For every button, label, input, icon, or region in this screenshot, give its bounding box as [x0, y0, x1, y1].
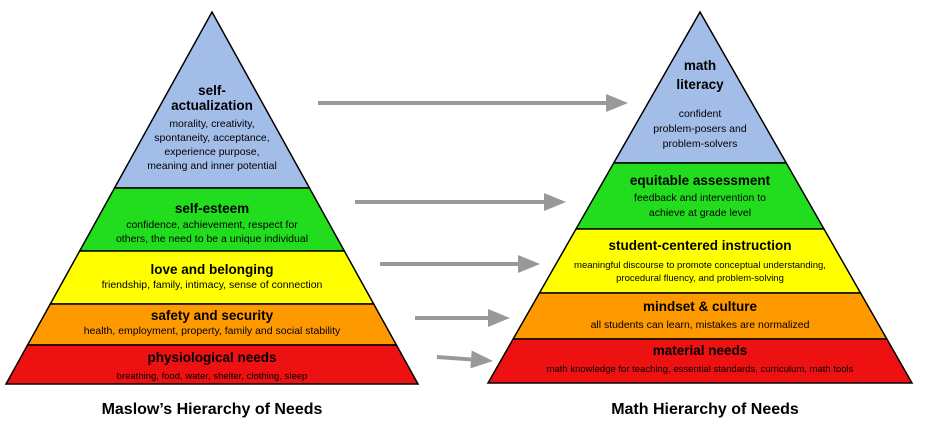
math-level-description: procedural fluency, and problem-solving — [616, 273, 784, 284]
math-level-description: meaningful discourse to promote conceptu… — [574, 260, 826, 271]
math-pyramid: math literacy confident problem-posers and p… — [486, 10, 914, 384]
arrow-1 — [318, 94, 628, 112]
maslow-level-description: spontaneity, acceptance, — [154, 132, 269, 144]
arrow-4 — [415, 309, 510, 327]
maslow-caption: Maslow’s Hierarchy of Needs — [102, 401, 323, 418]
maslow-level-description: others, the need to be a unique individu… — [116, 233, 308, 245]
arrow-shaft — [436, 355, 472, 362]
math-level-description: achieve at grade level — [649, 207, 751, 219]
math-level-description: math knowledge for teaching, essential s… — [547, 364, 854, 375]
math-level-title: student-centered instruction — [608, 238, 791, 253]
arrow-5 — [436, 350, 493, 369]
math-level-title: mindset & culture — [643, 299, 758, 314]
maslow-pyramid: self-actualization morality, creativity, s… — [4, 10, 420, 385]
comparison-arrows — [318, 94, 628, 369]
arrow-head — [488, 309, 510, 327]
maslow-level-description: meaning and inner potential — [147, 160, 277, 172]
math-level-description: problem-solvers — [663, 138, 738, 150]
maslow-level-physiological-needs — [4, 344, 420, 385]
maslow-level-description: friendship, family, intimacy, sense of c… — [102, 279, 323, 291]
maslow-level-description: morality, creativity, — [169, 118, 254, 130]
maslow-level-love-and-belonging — [49, 250, 375, 305]
arrow-head — [518, 255, 540, 273]
math-level-description: feedback and intervention to — [634, 192, 766, 204]
arrow-head — [470, 350, 493, 369]
math-level-title: material needs — [653, 343, 748, 358]
maslow-level-title: physiological needs — [147, 350, 276, 365]
maslow-level-title: actualization — [171, 98, 253, 113]
arrow-3 — [380, 255, 540, 273]
math-level-title: equitable assessment — [630, 173, 771, 188]
math-level-material-needs — [486, 338, 914, 384]
arrow-head — [544, 193, 566, 211]
maslow-level-title: love and belonging — [150, 262, 273, 277]
math-caption: Math Hierarchy of Needs — [611, 401, 799, 418]
math-level-title: math — [684, 58, 716, 73]
math-level-description: problem-posers and — [653, 123, 747, 135]
maslow-level-description: breathing, food, water, shelter, clothin… — [117, 371, 308, 382]
maslow-level-title: self-esteem — [175, 201, 249, 216]
math-level-description: all students can learn, mistakes are nor… — [591, 319, 810, 331]
math-level-description: confident — [679, 108, 722, 120]
math-level-title: literacy — [676, 77, 724, 92]
maslow-level-description: health, employment, property, family and… — [84, 325, 341, 337]
arrow-2 — [355, 193, 566, 211]
maslow-level-title: self- — [198, 83, 226, 98]
arrow-head — [606, 94, 628, 112]
maslow-level-title: safety and security — [151, 308, 274, 323]
maslow-level-description: confidence, achievement, respect for — [126, 219, 298, 231]
maslow-level-description: experience purpose, — [164, 146, 259, 158]
